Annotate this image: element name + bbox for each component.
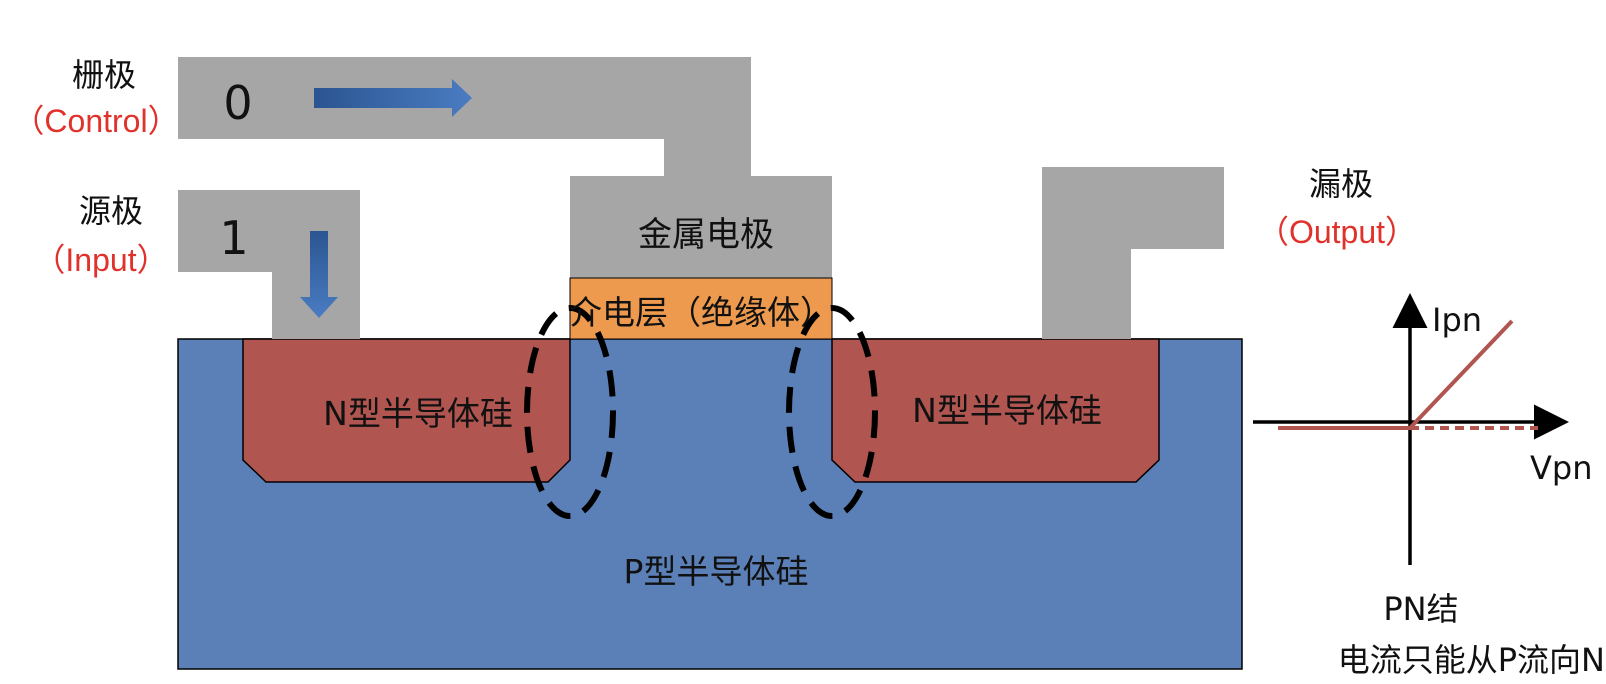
source-arrow-down xyxy=(300,231,338,318)
source-label-en: （Input） xyxy=(33,242,168,278)
forward-current-line xyxy=(1408,319,1514,430)
n-region-right xyxy=(831,338,1160,483)
y-axis-label: Ipn xyxy=(1432,301,1482,339)
gate-label-en: （Control） xyxy=(12,103,179,139)
drain-label-en: （Output） xyxy=(1257,214,1417,250)
n-region-right-text: N型半导体硅 xyxy=(912,391,1102,430)
pn-caption-line2: 电流只能从P流向N xyxy=(1338,641,1605,679)
junction-ellipse-left xyxy=(524,305,616,519)
x-axis-label: Vpn xyxy=(1530,449,1592,487)
metal-electrode-text: 金属电极 xyxy=(638,215,774,255)
pn-iv-plot: Ipn Vpn PN结 电流只能从P流向N xyxy=(1253,293,1605,679)
gate-arrow-right xyxy=(314,79,472,117)
gate-label-cn: 栅极 xyxy=(72,56,136,94)
gate-electrode xyxy=(178,57,832,278)
drain-label-cn: 漏极 xyxy=(1309,165,1373,203)
source-label-cn: 源极 xyxy=(79,192,143,230)
p-substrate-text: P型半导体硅 xyxy=(624,552,809,591)
dielectric-text: 介电层（绝缘体） xyxy=(569,293,833,332)
source-value-text: 1 xyxy=(219,211,248,265)
drain-electrode xyxy=(1042,167,1224,339)
gate-value-text: 0 xyxy=(223,76,252,130)
pn-caption-line1: PN结 xyxy=(1383,590,1458,628)
junction-ellipse-right xyxy=(786,305,878,519)
source-electrode xyxy=(178,190,360,339)
n-region-left-text: N型半导体硅 xyxy=(323,394,513,433)
